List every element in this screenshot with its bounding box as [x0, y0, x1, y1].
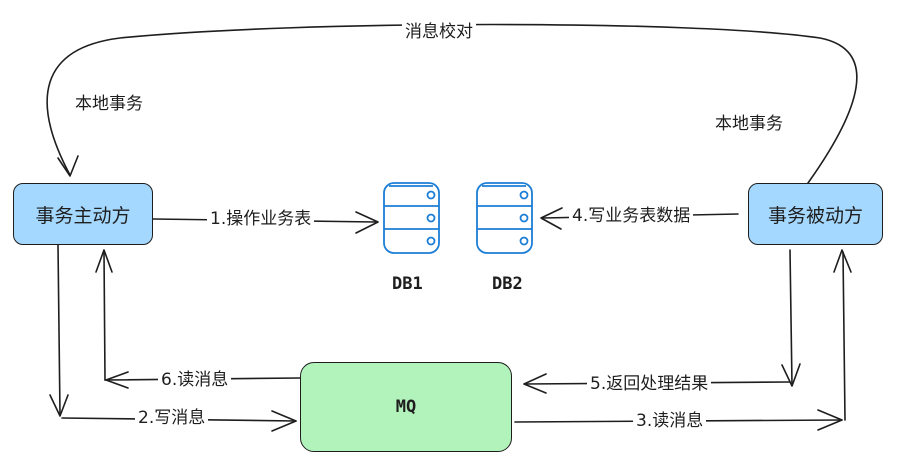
step5-label: 5.返回处理结果	[587, 374, 712, 394]
consumer-label: 事务被动方	[767, 204, 863, 227]
mq-label: MQ	[395, 397, 417, 417]
mq-node: MQ	[300, 362, 512, 452]
db2-label: DB2	[492, 274, 523, 294]
step4-label: 4.写业务表数据	[569, 206, 694, 226]
step1-label: 1.操作业务表	[207, 209, 315, 229]
local-tx-left-label: 本地事务	[75, 94, 143, 114]
step2-label: 2.写消息	[135, 408, 209, 428]
producer-label: 事务主动方	[35, 204, 131, 227]
reconcile-label: 消息校对	[402, 22, 476, 42]
local-tx-right-label: 本地事务	[715, 114, 783, 134]
step6-label: 6.读消息	[158, 370, 232, 390]
reconcile-arrow	[46, 23, 858, 184]
db1-label: DB1	[392, 274, 423, 294]
producer-node: 事务主动方	[13, 183, 153, 245]
step5-arrow	[789, 249, 793, 386]
database-icon	[383, 182, 440, 254]
database-icon	[476, 182, 533, 254]
step3-label: 3.读消息	[633, 411, 707, 431]
consumer-node: 事务被动方	[748, 183, 883, 245]
step2-arrow	[57, 244, 61, 416]
